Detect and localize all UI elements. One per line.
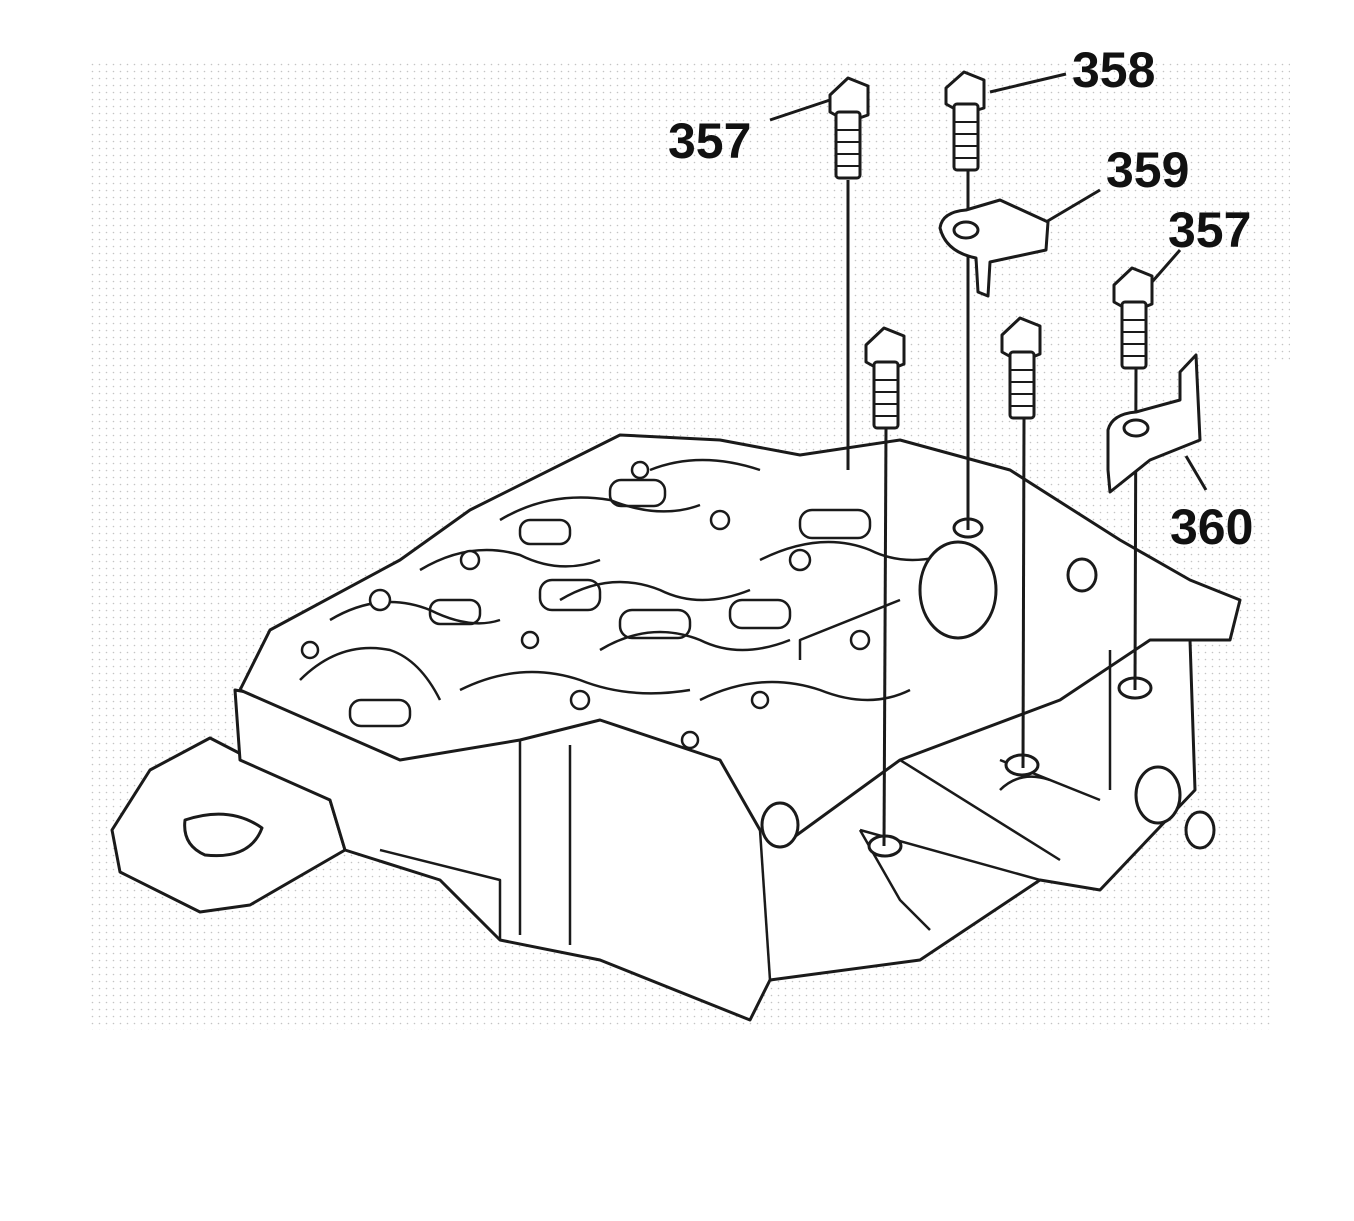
bolt-center — [864, 326, 906, 430]
bottom-boss-2 — [1184, 810, 1216, 850]
side-bore — [918, 540, 998, 640]
callout-357-left: 357 — [668, 113, 751, 169]
bolts — [828, 70, 1154, 430]
bracket-359 — [938, 198, 1050, 298]
bolt-357-left — [828, 76, 870, 180]
bolt-mid-right — [1000, 316, 1042, 420]
bolt-357-right — [1112, 266, 1154, 370]
callout-358: 358 — [1072, 42, 1155, 98]
right-lower-boss — [1134, 765, 1182, 825]
callout-360: 360 — [1170, 499, 1253, 555]
callout-357-right: 357 — [1168, 202, 1251, 258]
bottom-boss-1 — [760, 801, 800, 849]
upper-plate — [238, 433, 1242, 842]
fluid-passages — [299, 458, 961, 728]
passage-holes — [300, 460, 871, 750]
leader-lines — [769, 72, 1208, 491]
callouts: 357 358 359 357 360 — [668, 42, 1253, 555]
callout-359: 359 — [1106, 142, 1189, 198]
right-boss-hole — [1066, 557, 1098, 593]
bracket-360 — [1106, 353, 1202, 494]
mounting-foot-hole — [183, 812, 264, 858]
valve-body — [110, 433, 1242, 1022]
brackets — [938, 198, 1202, 494]
bolt-358 — [944, 70, 986, 172]
